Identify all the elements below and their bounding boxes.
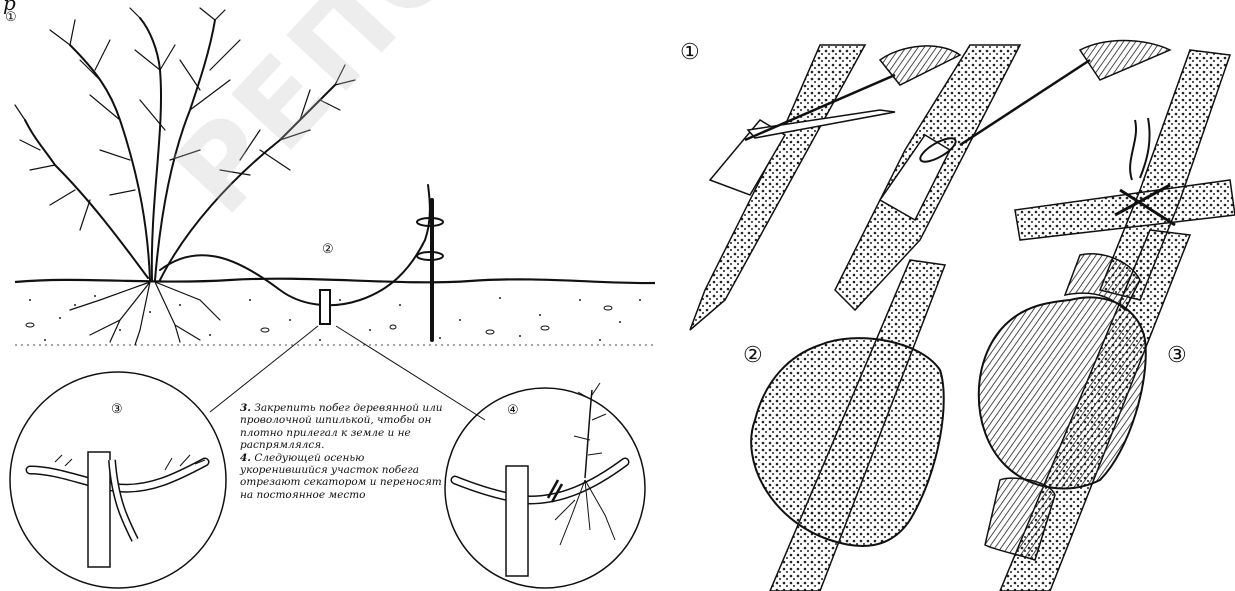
caption-step3-number: 3. [240, 402, 251, 414]
marker-3: ③ [1167, 345, 1187, 367]
caption-step3-text: Закрепить побег деревянной или проволочн… [240, 402, 443, 451]
caption: 3. Закрепить побег деревянной или провол… [240, 402, 450, 501]
ground-soil [15, 279, 655, 345]
marker-4: ④ [507, 404, 519, 417]
moss-wrap [751, 260, 945, 591]
marker-2: ② [322, 243, 334, 256]
caption-step4-text: Следующей осенью укоренившийся участок п… [240, 452, 442, 501]
marker-2: ② [743, 345, 763, 367]
layering-diagram: р ① [0, 0, 660, 591]
caption-step4-number: 4. [240, 452, 251, 464]
layering-drawing [0, 0, 660, 591]
bush [15, 8, 443, 345]
marker-3: ③ [111, 403, 123, 416]
marker-1: ① [680, 42, 700, 64]
bound-graft [979, 230, 1190, 591]
grafting-drawing [670, 0, 1235, 591]
grafting-diagram: ① ② ③ [670, 0, 1235, 591]
